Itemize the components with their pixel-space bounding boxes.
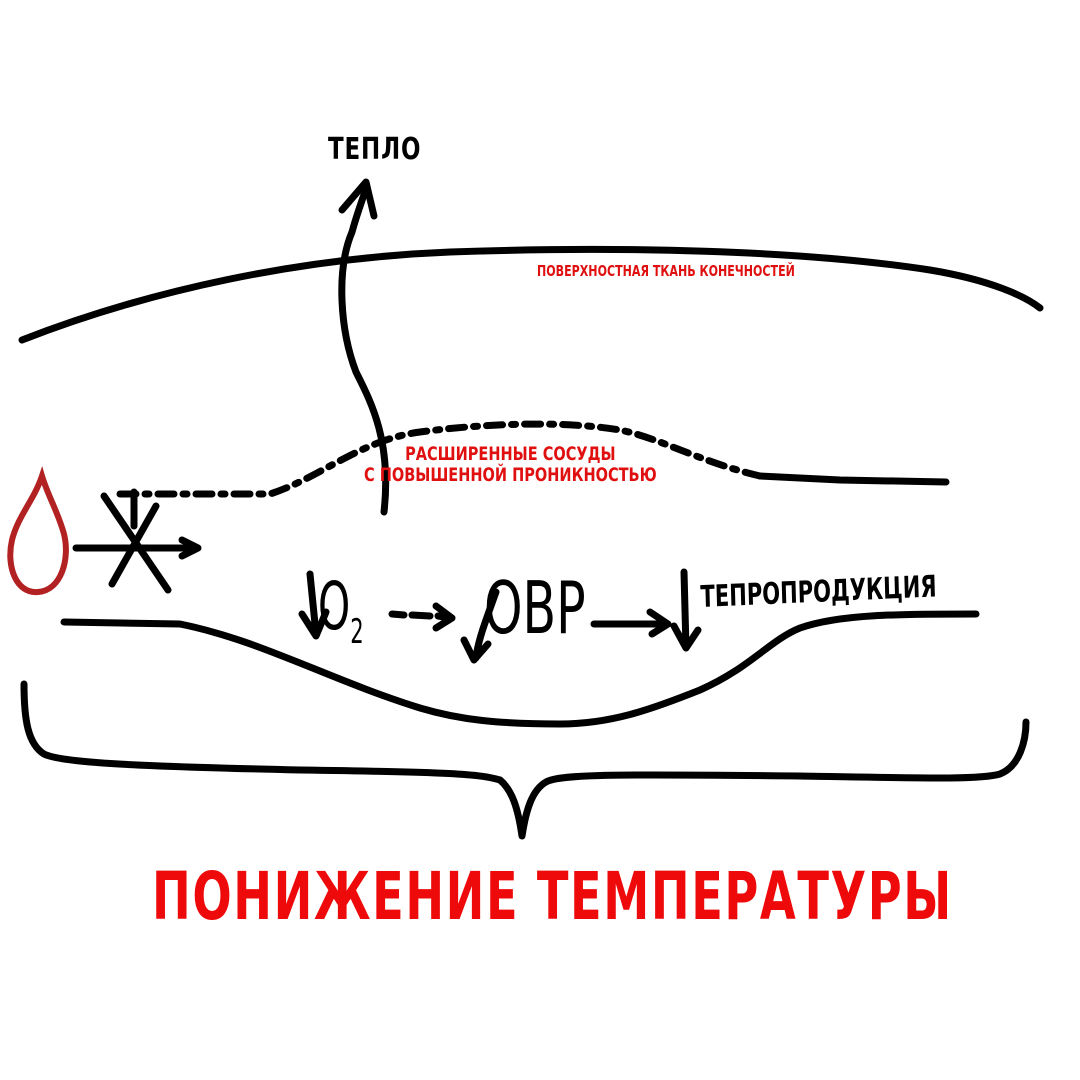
result-title: ПОНИЖЕНИЕ ТЕМПЕРАТУРЫ bbox=[152, 858, 953, 935]
heat-label: ТЕПЛО bbox=[328, 132, 422, 167]
vessel-upper-wall-solid bbox=[756, 472, 950, 486]
o2-subscript: 2 bbox=[350, 612, 364, 653]
heat-arrow-head bbox=[338, 178, 378, 220]
o2-text: O bbox=[318, 568, 351, 645]
heatprod-down-arrow bbox=[670, 568, 702, 652]
o2-label: O2 bbox=[318, 568, 364, 652]
blood-drop-icon bbox=[7, 466, 69, 596]
o2-to-ovr-arrow bbox=[388, 602, 456, 632]
ovr-down-arrow bbox=[460, 588, 500, 664]
surface-tissue-label: ПОВЕРХНОСТНАЯ ТКАНЬ КОНЕЧНОСТЕЙ bbox=[537, 262, 795, 280]
snowflake-icon bbox=[72, 488, 200, 594]
vessel-lower-wall bbox=[60, 610, 980, 728]
o2-down-arrow bbox=[298, 570, 330, 640]
summary-brace bbox=[20, 680, 1030, 840]
ovr-to-heatprod-arrow bbox=[590, 608, 672, 638]
dilated-vessels-line1: РАСШИРЕННЫЕ СОСУДЫ bbox=[405, 443, 616, 465]
cold-arrow-head bbox=[178, 536, 202, 560]
dilated-vessels-label: РАСШИРЕННЫЕ СОСУДЫ С ПОВЫШЕННОЙ ПРОНИКНО… bbox=[364, 444, 657, 486]
heat-arrow-shaft bbox=[338, 184, 390, 516]
vessel-upper-wall-dashed bbox=[116, 420, 764, 498]
ovr-label: ОВР bbox=[484, 566, 586, 650]
surface-tissue-line bbox=[18, 245, 1044, 344]
dilated-vessels-line2: С ПОВЫШЕННОЙ ПРОНИКНОСТЬЮ bbox=[364, 464, 657, 486]
